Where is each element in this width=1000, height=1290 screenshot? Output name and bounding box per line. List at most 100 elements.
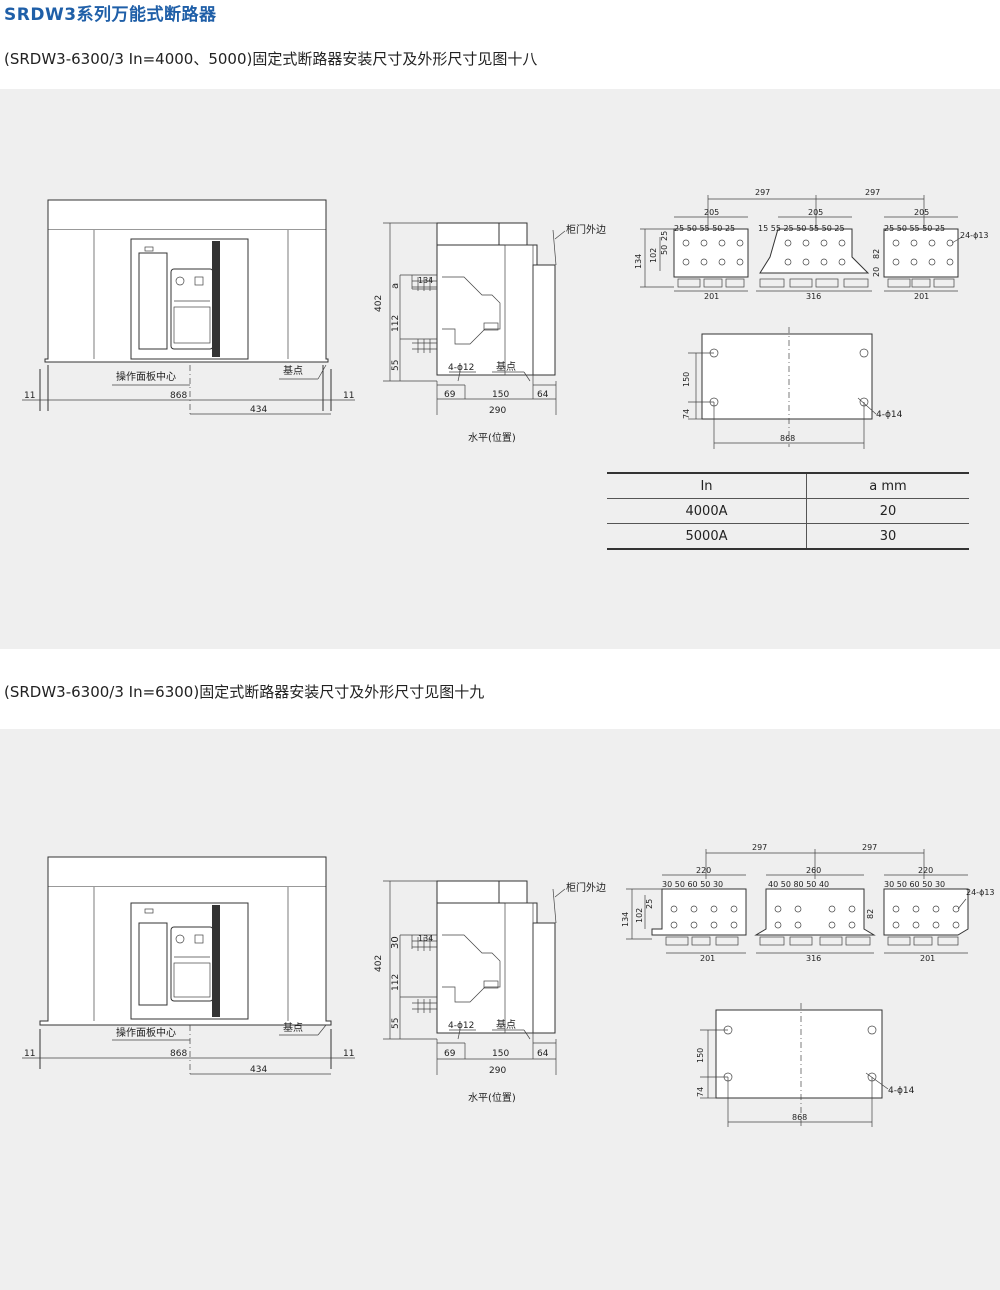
dim-150-mount: 150 [682,372,691,387]
dim-868-mount-2: 868 [792,1113,807,1122]
table-header-a: a mm [806,472,969,499]
dim-290: 290 [489,406,506,416]
section2-caption: (SRDW3-6300/3 In=6300)固定式断路器安装尺寸及外形尺寸见图十… [4,683,485,701]
side-base-point-label-2: 基点 [496,1018,516,1031]
mount-holes-label: 4-ϕ14 [876,410,903,420]
diagram-18: 操作面板中心 基点 11 868 434 11 [22,188,989,449]
dim-868-front-2: 868 [170,1049,187,1059]
side-view: 柜门外边 基点 4-ϕ12 402 a 112 55 134 69 150 64… [374,222,606,444]
dim-11-left-2: 11 [24,1049,35,1059]
dim-64-2: 64 [537,1049,549,1059]
dim-297-b-2: 297 [862,843,877,852]
dim-134-side-2: 134 [418,934,433,943]
dim-11-right-2: 11 [343,1049,354,1059]
dim-112: 112 [391,315,401,332]
dim-20-bus: 20 [872,267,881,277]
dim-297-b: 297 [865,188,880,197]
bus-holes-label-2: 24-ϕ13 [966,888,995,897]
dim-201-a: 201 [704,292,719,301]
left-seq-2: 30 50 60 50 30 [662,880,723,889]
dim-82-bus-2: 82 [866,909,875,919]
dim-316: 316 [806,292,821,301]
dim-220-b: 220 [918,866,933,875]
dim-30-2: 30 [390,936,401,949]
busbar-layout-2: 297 297 220 260 220 30 50 60 50 30 40 50… [621,843,995,963]
dim-205-a: 205 [704,208,719,217]
dim-297-a: 297 [755,188,770,197]
dim-402-2: 402 [374,955,384,972]
dim-316-2: 316 [806,954,821,963]
dim-11-left: 11 [24,391,35,401]
dim-11-right: 11 [343,391,354,401]
dim-220-a: 220 [696,866,711,875]
right-seq-2: 30 50 60 50 30 [884,880,945,889]
dim-102-bus: 102 [649,248,658,263]
front-view-2: 操作面板中心 基点 11 868 434 11 [22,856,355,1075]
side-cabinet-edge-label-2: 柜门外边 [566,881,606,894]
side-horizontal-label-2: 水平(位置) [468,1091,516,1104]
side-base-point-label: 基点 [496,360,516,373]
left-seq: 25 50 55 50 25 [674,224,735,233]
dim-260: 260 [806,866,821,875]
table-header-in: In [607,472,807,499]
dim-69: 69 [444,390,456,400]
dim-868-front: 868 [170,391,187,401]
diagram-panel-18: 操作面板中心 基点 11 868 434 11 [0,89,1000,649]
dim-150-side: 150 [492,390,509,400]
dim-134-side: 134 [418,276,433,285]
front-base-point-label-2: 基点 [283,1021,303,1034]
dim-102-bus-2: 102 [635,908,644,923]
mid-seq-2: 40 50 80 50 40 [768,880,829,889]
dim-434-2: 434 [250,1065,267,1075]
dim-205-b: 205 [808,208,823,217]
dim-55: 55 [391,360,401,371]
dim-74-mount: 74 [682,409,691,419]
mid-seq: 15 55 25 50 55 50 25 [758,224,845,233]
dim-434: 434 [250,405,267,415]
mounting-plate: 150 74 868 4-ϕ14 [682,327,903,449]
front-panel-center-label: 操作面板中心 [116,370,176,383]
diagram-19: 操作面板中心 基点 11 868 434 11 [22,843,995,1127]
dim-69-2: 69 [444,1049,456,1059]
front-panel-center-label-2: 操作面板中心 [116,1026,176,1039]
diagram-panel-19: 操作面板中心 基点 11 868 434 11 [0,729,1000,1290]
dim-402: 402 [374,295,384,312]
front-base-point-label: 基点 [283,364,303,377]
dim-150-mount-2: 150 [696,1048,705,1063]
mounting-plate-2: 150 74 868 4-ϕ14 [696,1003,915,1127]
dim-50-bus: 50 [660,245,669,255]
dim-a: a [390,283,401,289]
dim-205-c: 205 [914,208,929,217]
dim-134-bus-2: 134 [621,912,630,927]
dim-74-mount-2: 74 [696,1087,705,1097]
busbar-layout: 297 297 205 205 205 25 50 55 50 25 15 55… [634,188,989,301]
section1-caption: (SRDW3-6300/3 In=4000、5000)固定式断路器安装尺寸及外形… [4,50,538,68]
side-holes-label-2: 4-ϕ12 [448,1021,474,1031]
page-title: SRDW3系列万能式断路器 [4,5,217,25]
dim-868-mount: 868 [780,434,795,443]
side-cabinet-edge-label: 柜门外边 [566,223,606,236]
bus-holes-label: 24-ϕ13 [960,231,989,240]
dim-150-side-2: 150 [492,1049,509,1059]
right-seq: 25 50 55 50 25 [884,224,945,233]
dim-112-2: 112 [391,974,401,991]
side-holes-label: 4-ϕ12 [448,363,474,373]
dim-201-b-2: 201 [920,954,935,963]
dim-64: 64 [537,390,549,400]
side-view-2: 柜门外边 基点 4-ϕ12 402 30 112 55 134 69 150 6… [374,880,606,1104]
dim-201-a-2: 201 [700,954,715,963]
mount-holes-label-2: 4-ϕ14 [888,1086,915,1096]
dim-134-bus: 134 [634,254,643,269]
front-view: 操作面板中心 基点 11 868 434 11 [22,199,355,415]
dim-297-a-2: 297 [752,843,767,852]
dim-82-bus: 82 [872,249,881,259]
dim-55-2: 55 [391,1018,401,1029]
dim-25-bus: 25 [660,231,669,241]
side-horizontal-label: 水平(位置) [468,431,516,444]
dim-25-bus-2: 25 [645,899,654,909]
dim-290-2: 290 [489,1066,506,1076]
dim-201-b: 201 [914,292,929,301]
